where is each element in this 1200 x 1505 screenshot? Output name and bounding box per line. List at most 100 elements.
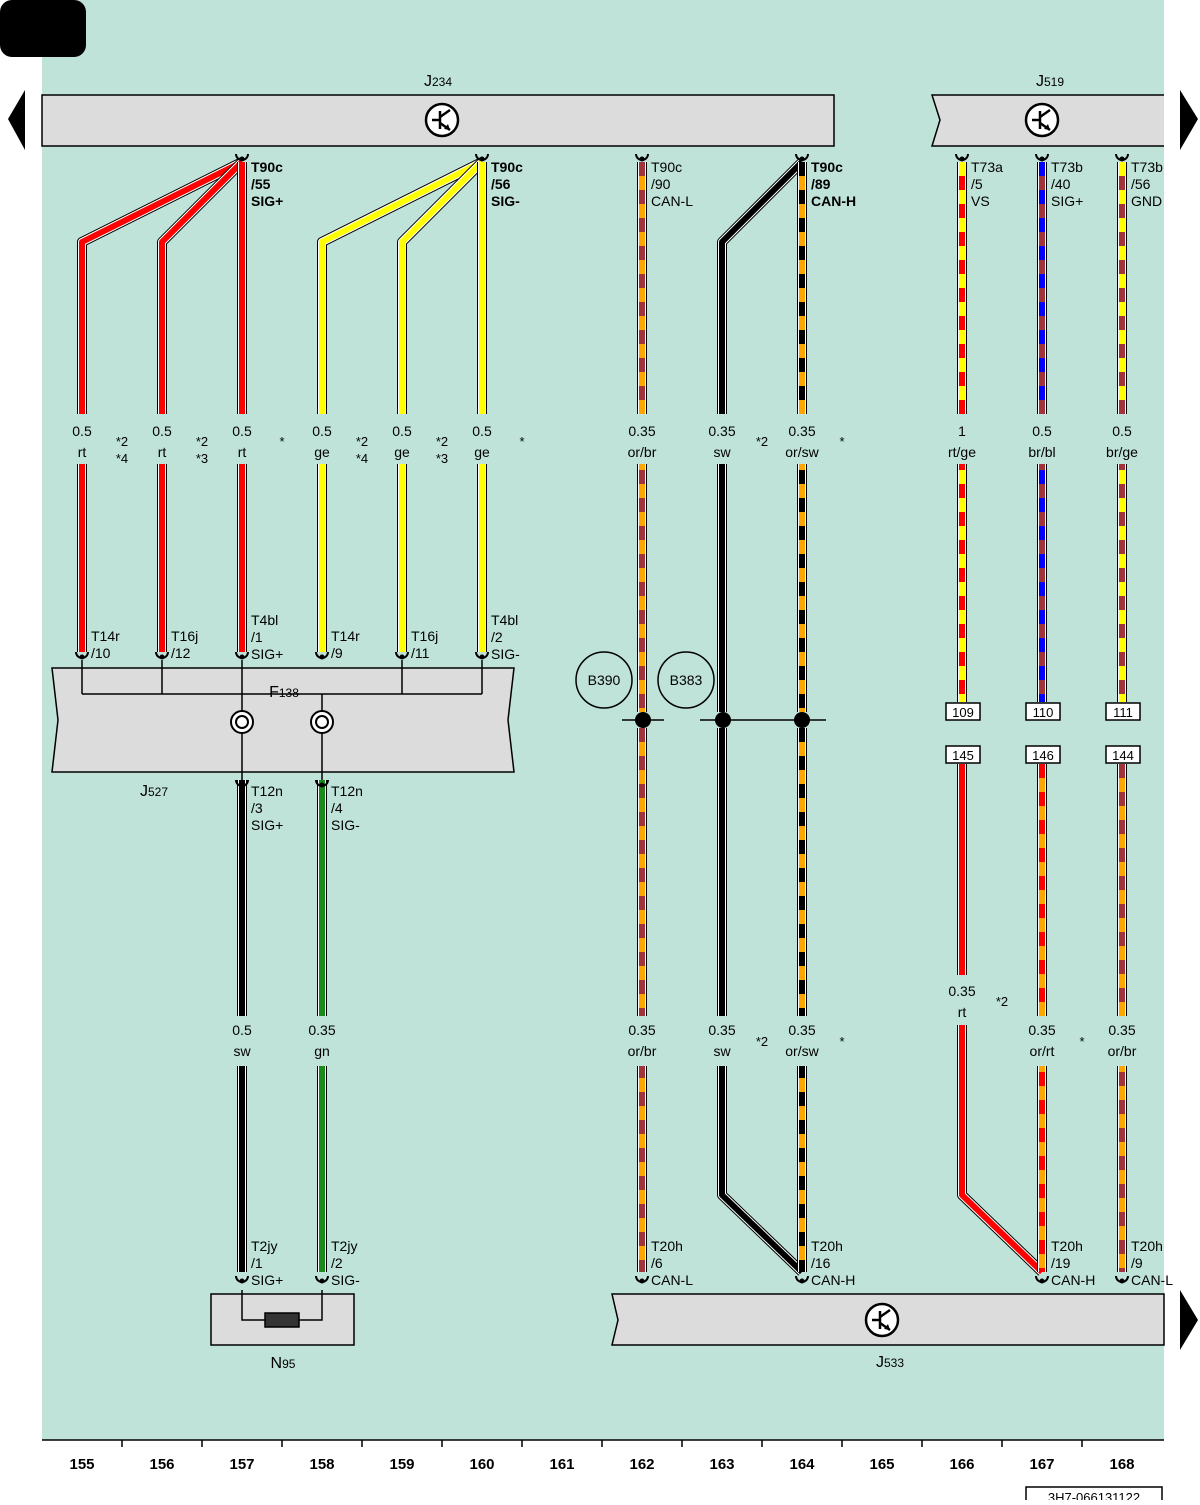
n95-2-pin-dot <box>319 1278 325 1284</box>
footnote-n5-line2: *3 <box>436 451 448 466</box>
wire-label-c164a-line1: 0.35 <box>788 423 815 439</box>
wire-163-lower[interactable] <box>719 728 805 1275</box>
wire-label-c158-line1: 0.5 <box>312 423 332 439</box>
wire-label-c163a-line1: 0.35 <box>708 423 735 439</box>
j533-electronic-symbol-icon <box>864 1302 900 1338</box>
label-gap-upper-242 <box>230 414 254 464</box>
j234-56-pin-dot <box>479 156 485 162</box>
j533-16-pin-dot <box>799 1278 805 1284</box>
column-number-164: 164 <box>789 1456 815 1473</box>
label-gap-upper-802 <box>790 414 814 464</box>
label-gap-upper-962 <box>950 414 974 464</box>
f-t14r-9-pin-dot <box>319 654 325 660</box>
wire-label-c166a-line1: 1 <box>958 423 966 439</box>
conn-f-t16j-12: T16j/12 <box>171 628 198 661</box>
footnote-n11-line1: *2 <box>756 1034 768 1049</box>
j234-90-pin-dot <box>639 156 645 162</box>
wire-156[interactable] <box>159 159 245 652</box>
wire-label-c157-line1: 0.5 <box>232 423 252 439</box>
column-number-161: 161 <box>549 1456 574 1473</box>
wire-163-upper[interactable] <box>719 159 805 712</box>
connector-pins <box>75 153 1129 1284</box>
clock-spring-1-icon <box>230 710 254 734</box>
clock-spring-2-icon <box>310 710 334 734</box>
terminal-box-109: 109 <box>945 702 981 721</box>
j519-5-pin-dot <box>959 156 965 162</box>
previous-page-arrow-icon[interactable] <box>8 90 25 150</box>
n95-label: N95 <box>271 1355 296 1372</box>
column-number-157: 157 <box>229 1456 254 1473</box>
wire-166-lower[interactable] <box>959 764 1045 1275</box>
label-gap-upper-1042 <box>1030 414 1054 464</box>
column-number-155: 155 <box>69 1456 94 1473</box>
footnote-n10-line1: * <box>1079 1034 1084 1049</box>
label-gap-lower-1122 <box>1110 1016 1134 1066</box>
svg-text:B383: B383 <box>670 672 703 688</box>
footnote-n2-line2: *3 <box>196 451 208 466</box>
label-gap-lower-802 <box>790 1016 814 1066</box>
wire-label-c163b-line2: sw <box>713 1043 731 1059</box>
label-gap-upper-1122 <box>1110 414 1134 464</box>
wire-label-c159-line2: ge <box>394 444 410 460</box>
wire-label-c162a-line1: 0.35 <box>628 423 655 439</box>
wire-label-c160-line1: 0.5 <box>472 423 492 439</box>
footnote-n4-line2: *4 <box>356 451 368 466</box>
j234-55-pin-dot <box>239 156 245 162</box>
wire-155[interactable] <box>79 159 244 652</box>
f-t4bl-2-pin-dot <box>479 654 485 660</box>
j533-gateway[interactable]: J533 <box>611 1293 1165 1371</box>
j519-control-unit[interactable]: J519 <box>930 73 1164 147</box>
f138-j527-component[interactable]: F138 J527 <box>51 660 515 800</box>
label-gap-upper-402 <box>390 414 414 464</box>
wire-label-c155-line2: rt <box>78 444 87 460</box>
terminal-box-144: 144 <box>1105 745 1141 764</box>
footnote-n5-line1: *2 <box>436 434 448 449</box>
next-page-arrow-top-icon[interactable] <box>1180 90 1198 150</box>
wire-label-c166b-line2: rt <box>958 1004 967 1020</box>
footnote-n2-line1: *2 <box>196 434 208 449</box>
j234-89-pin-dot <box>799 156 805 162</box>
wire-label-c159-line1: 0.5 <box>392 423 412 439</box>
label-gap-upper-322 <box>310 414 334 464</box>
conn-f-t14r-10: T14r/10 <box>91 628 120 661</box>
svg-text:144: 144 <box>1112 748 1134 763</box>
terminal-box-110: 110 <box>1025 702 1061 721</box>
label-gap-lower-322 <box>310 1016 334 1066</box>
label-gap-upper-642 <box>630 414 654 464</box>
label-gap-lower-1042 <box>1030 1016 1054 1066</box>
wire-158[interactable] <box>319 159 484 652</box>
label-gap-upper-482 <box>470 414 494 464</box>
ground-point-b390[interactable]: B390 <box>575 651 633 709</box>
column-number-158: 158 <box>309 1456 334 1473</box>
ground-point-b383[interactable]: B383 <box>657 651 715 709</box>
conn-f-t14r-9: T14r/9 <box>331 628 360 661</box>
wire-label-c155-line1: 0.5 <box>72 423 92 439</box>
wire-label-c167b-line1: 0.35 <box>1028 1022 1055 1038</box>
column-number-167: 167 <box>1029 1456 1054 1473</box>
wire-label-c162b-line2: or/br <box>628 1043 657 1059</box>
splice-node-162 <box>635 712 651 728</box>
column-number-156: 156 <box>149 1456 174 1473</box>
n95-component[interactable]: N95 <box>210 1290 355 1372</box>
page-tab[interactable] <box>0 0 86 57</box>
footnote-n3-line1: * <box>279 434 284 449</box>
wires-layer <box>70 157 1134 1276</box>
j527-3-pin-dot <box>239 782 245 788</box>
doc-number: 3H7-066131122 <box>1048 1490 1140 1500</box>
wire-label-c156-line2: rt <box>158 444 167 460</box>
svg-text:B390: B390 <box>588 672 621 688</box>
svg-text:111: 111 <box>1113 705 1133 720</box>
j234-control-unit[interactable]: J234 <box>41 73 835 147</box>
label-gap-upper-162 <box>150 414 174 464</box>
svg-text:145: 145 <box>952 748 974 763</box>
column-number-166: 166 <box>949 1456 974 1473</box>
f-t16j-12-pin-dot <box>159 654 165 660</box>
wire-label-c168b-line2: or/br <box>1108 1043 1137 1059</box>
wire-159[interactable] <box>399 159 485 652</box>
next-page-arrow-bottom-icon[interactable] <box>1180 1290 1198 1350</box>
